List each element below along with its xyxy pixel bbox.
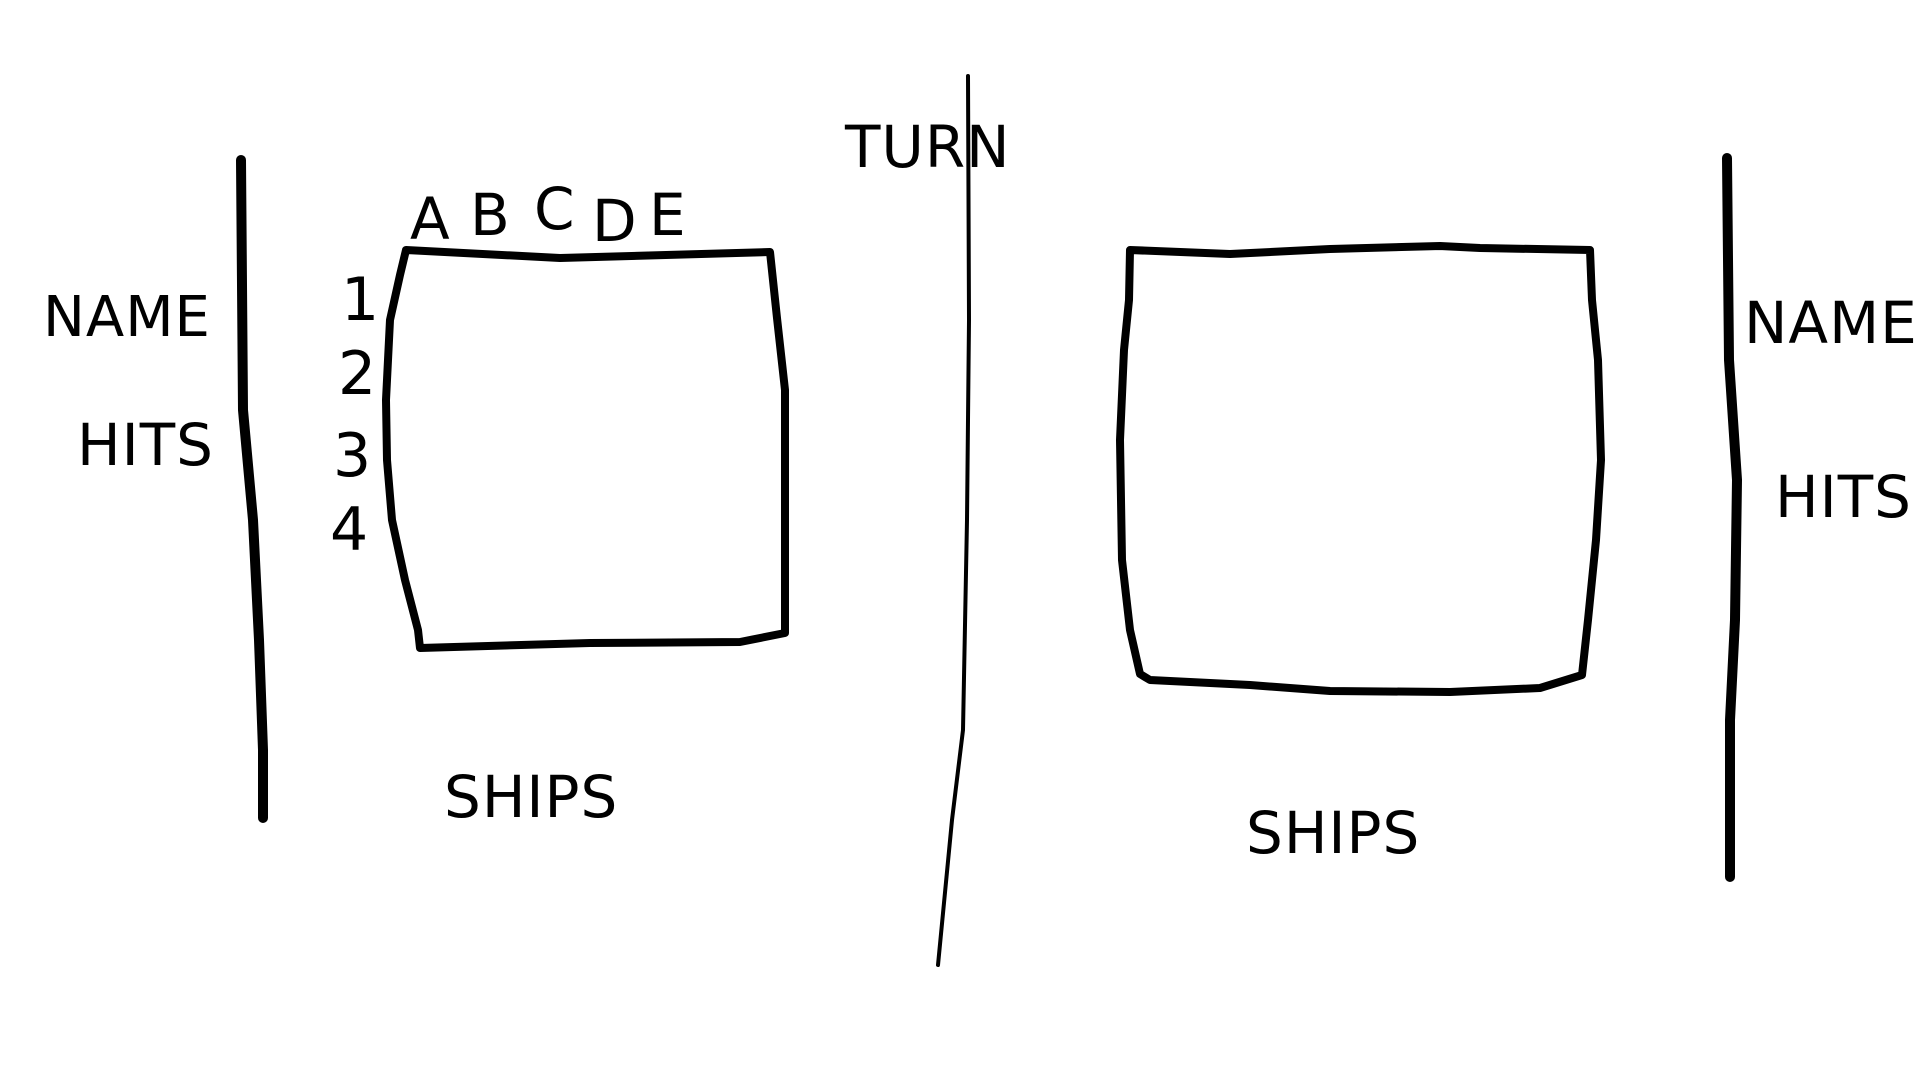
right-name-label: NAME <box>1744 289 1918 357</box>
left-row-label-2: 2 <box>338 339 377 409</box>
left-column-label-b: B <box>470 181 510 249</box>
left-ships-label: SHIPS <box>444 763 619 831</box>
left-divider-line <box>236 155 268 823</box>
right-divider-line <box>1722 153 1742 882</box>
left-column-label-a: A <box>410 185 450 253</box>
right-board-outline[interactable] <box>1116 242 1605 696</box>
left-hits-label: HITS <box>77 411 214 479</box>
turn-label: TURN <box>845 113 1011 181</box>
left-column-label-c: C <box>534 175 575 243</box>
right-hits-label: HITS <box>1775 463 1912 531</box>
center-divider-line <box>936 74 971 967</box>
left-row-label-1: 1 <box>341 265 380 335</box>
left-board-outline[interactable] <box>382 246 789 652</box>
right-ships-label: SHIPS <box>1246 799 1421 867</box>
left-name-label: NAME <box>43 285 211 350</box>
left-row-label-3: 3 <box>333 421 372 491</box>
left-column-label-e: E <box>649 181 686 249</box>
left-column-label-d: D <box>592 187 637 255</box>
left-row-label-4: 4 <box>330 495 369 565</box>
